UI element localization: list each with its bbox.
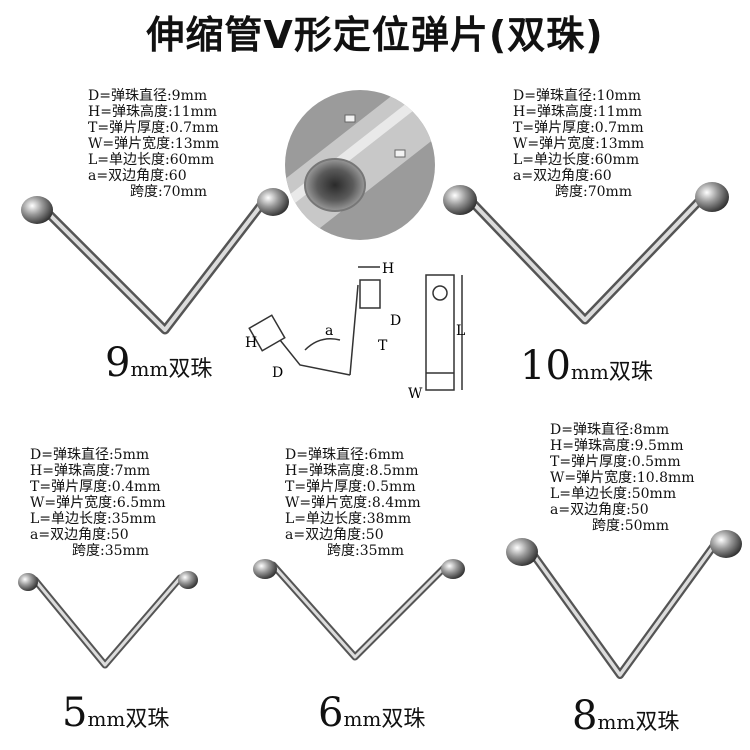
- spec-width: W=弹片宽度:8.4mm: [285, 495, 421, 511]
- spec-bead-height: H=弹珠高度:9.5mm: [550, 438, 684, 454]
- page-title: 伸缩管V形定位弹片(双珠): [146, 13, 604, 57]
- diagram-label-w: W: [408, 386, 423, 402]
- size-suffix: 双珠: [381, 707, 426, 732]
- spec-span: 跨度:35mm: [327, 543, 405, 559]
- size-number: 6: [318, 690, 344, 736]
- size-suffix: 双珠: [125, 707, 170, 732]
- spec-side-length: L=单边长度:60mm: [513, 152, 640, 168]
- size-caption-9mm: 9mm双珠: [105, 340, 212, 386]
- size-unit: mm: [570, 360, 609, 384]
- diagram-label-d: D: [272, 365, 283, 381]
- spec-bead-height: H=弹珠高度:7mm: [30, 463, 151, 479]
- spec-bead-diameter: D=弹珠直径:10mm: [513, 88, 642, 104]
- size-caption-8mm: 8mm双珠: [572, 693, 679, 739]
- spec-side-length: L=单边长度:50mm: [550, 486, 677, 502]
- size-number: 8: [572, 693, 598, 739]
- size-caption-6mm: 6mm双珠: [318, 690, 425, 736]
- spec-bead-diameter: D=弹珠直径:5mm: [30, 447, 150, 463]
- spec-thickness: T=弹片厚度:0.5mm: [550, 454, 681, 470]
- v-spring-clip-10mm: [443, 182, 729, 325]
- size-caption-10mm: 10mm双珠: [520, 343, 653, 389]
- diagram-label-t: T: [378, 338, 388, 354]
- size-suffix: 双珠: [608, 360, 653, 385]
- spec-thickness: T=弹片厚度:0.7mm: [88, 120, 219, 136]
- spec-angle: a=双边角度:60: [88, 168, 187, 184]
- dimension-diagram: H D a T H D L W: [245, 261, 465, 402]
- spec-width: W=弹片宽度:6.5mm: [30, 495, 166, 511]
- v-spring-clip-8mm: [506, 530, 742, 679]
- spec-angle: a=双边角度:50: [30, 527, 129, 543]
- size-unit: mm: [87, 707, 126, 731]
- spec-thickness: T=弹片厚度:0.4mm: [30, 479, 161, 495]
- spec-bead-height: H=弹珠高度:8.5mm: [285, 463, 419, 479]
- spec-width: W=弹片宽度:10.8mm: [550, 470, 695, 486]
- diagram-label-h: H: [245, 335, 257, 351]
- size-suffix: 双珠: [168, 357, 213, 382]
- spec-span: 跨度:70mm: [130, 184, 208, 200]
- spec-list-8mm: D=弹珠直径:8mm H=弹珠高度:9.5mm T=弹片厚度:0.5mm W=弹…: [550, 422, 695, 534]
- v-spring-clip-9mm: [21, 188, 289, 335]
- v-spring-clip-5mm: [18, 571, 198, 669]
- spec-side-length: L=单边长度:60mm: [88, 152, 215, 168]
- spec-list-9mm: D=弹珠直径:9mm H=弹珠高度:11mm T=弹片厚度:0.7mm W=弹片…: [88, 88, 219, 200]
- tube-photo: [285, 90, 435, 240]
- diagram-label-a: a: [325, 323, 333, 339]
- spec-bead-diameter: D=弹珠直径:6mm: [285, 447, 405, 463]
- spec-list-10mm: D=弹珠直径:10mm H=弹珠高度:11mm T=弹片厚度:0.7mm W=弹…: [513, 88, 644, 200]
- spec-width: W=弹片宽度:13mm: [88, 136, 220, 152]
- spec-thickness: T=弹片厚度:0.7mm: [513, 120, 644, 136]
- size-number: 5: [62, 690, 88, 736]
- size-unit: mm: [597, 710, 636, 734]
- spec-bead-diameter: D=弹珠直径:9mm: [88, 88, 208, 104]
- size-unit: mm: [130, 357, 169, 381]
- v-spring-clip-6mm: [253, 559, 465, 661]
- spec-width: W=弹片宽度:13mm: [513, 136, 645, 152]
- diagram-label-d-top: D: [390, 313, 401, 329]
- spec-angle: a=双边角度:50: [550, 502, 649, 518]
- size-suffix: 双珠: [635, 710, 680, 735]
- size-number: 10: [520, 343, 571, 389]
- spec-list-6mm: D=弹珠直径:6mm H=弹珠高度:8.5mm T=弹片厚度:0.5mm W=弹…: [285, 447, 421, 559]
- spec-thickness: T=弹片厚度:0.5mm: [285, 479, 416, 495]
- spec-side-length: L=单边长度:35mm: [30, 511, 157, 527]
- size-unit: mm: [343, 707, 382, 731]
- spec-list-5mm: D=弹珠直径:5mm H=弹珠高度:7mm T=弹片厚度:0.4mm W=弹片宽…: [30, 447, 166, 559]
- diagram-label-h-top: H: [382, 261, 394, 277]
- spec-bead-height: H=弹珠高度:11mm: [513, 104, 643, 120]
- spec-span: 跨度:70mm: [555, 184, 633, 200]
- spec-angle: a=双边角度:60: [513, 168, 612, 184]
- spec-bead-diameter: D=弹珠直径:8mm: [550, 422, 670, 438]
- spec-side-length: L=单边长度:38mm: [285, 511, 412, 527]
- diagram-label-l: L: [456, 323, 465, 339]
- size-number: 9: [105, 340, 131, 386]
- spec-span: 跨度:35mm: [72, 543, 150, 559]
- spec-span: 跨度:50mm: [592, 518, 670, 534]
- size-caption-5mm: 5mm双珠: [62, 690, 169, 736]
- spec-angle: a=双边角度:50: [285, 527, 384, 543]
- spec-bead-height: H=弹珠高度:11mm: [88, 104, 218, 120]
